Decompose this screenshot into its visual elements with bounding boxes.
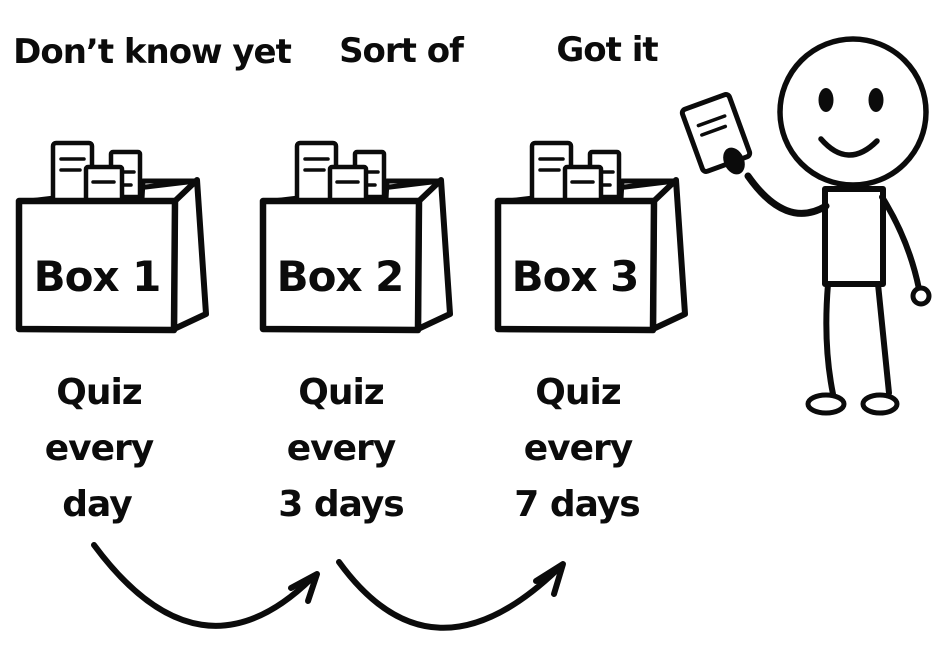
- box-1-group: Box 1: [19, 143, 206, 330]
- arrow-head: [288, 571, 320, 604]
- stick-figure-illustration: [679, 36, 932, 416]
- status-label-box-2: Sort of: [339, 31, 465, 71]
- box-3-label: Box 3: [512, 252, 639, 301]
- stick-figure-right-arm: [879, 194, 922, 292]
- stick-figure-right-foot: [860, 392, 900, 416]
- stick-figure-right-leg: [875, 281, 892, 396]
- box-2-group: Box 2: [263, 143, 450, 330]
- stick-figure-torso: [822, 186, 886, 287]
- quiz-box-1-line-2: every: [45, 428, 154, 469]
- status-label-box-3: Got it: [556, 30, 658, 70]
- flashcard-text-line: [696, 114, 727, 128]
- arrow-curve: [336, 559, 561, 631]
- quiz-schedule-box-1: Quiz every day: [45, 372, 155, 525]
- quiz-box-1-line-1: Quiz: [56, 372, 142, 413]
- arrow-curve: [91, 542, 315, 629]
- box-3-group: Box 3: [498, 143, 685, 330]
- quiz-box-2-line-2: every: [287, 428, 396, 469]
- quiz-box-1-line-3: day: [62, 484, 132, 525]
- stick-figure-left-leg: [823, 281, 836, 397]
- quiz-box-2-line-3: 3 days: [278, 484, 403, 525]
- quiz-schedule-box-2: Quiz every 3 days: [278, 372, 404, 525]
- quiz-box-3-line-3: 7 days: [514, 484, 639, 525]
- flashcard-text-line: [700, 124, 728, 137]
- quiz-schedule-box-3: Quiz every 7 days: [514, 372, 640, 525]
- arrow-box2-to-box3-icon: [336, 559, 566, 631]
- stick-figure-right-eye: [868, 88, 884, 112]
- stick-figure-right-hand: [910, 285, 932, 307]
- quiz-box-3-line-1: Quiz: [535, 372, 621, 413]
- stick-figure-smile: [818, 136, 880, 158]
- quiz-box-2-line-1: Quiz: [298, 372, 384, 413]
- box-1-label: Box 1: [34, 252, 161, 301]
- status-label-box-1: Don’t know yet: [13, 32, 291, 72]
- stick-figure-left-arm: [744, 172, 830, 217]
- arrow-head: [533, 561, 566, 597]
- arrow-box1-to-box2-icon: [91, 542, 320, 629]
- stick-figure-left-hand: [723, 147, 745, 175]
- stick-figure-left-eye: [818, 88, 834, 112]
- quiz-box-3-line-2: every: [524, 428, 633, 469]
- stick-figure-left-foot: [805, 392, 847, 416]
- stick-figure-head: [777, 36, 929, 188]
- box-2-label: Box 2: [277, 252, 404, 301]
